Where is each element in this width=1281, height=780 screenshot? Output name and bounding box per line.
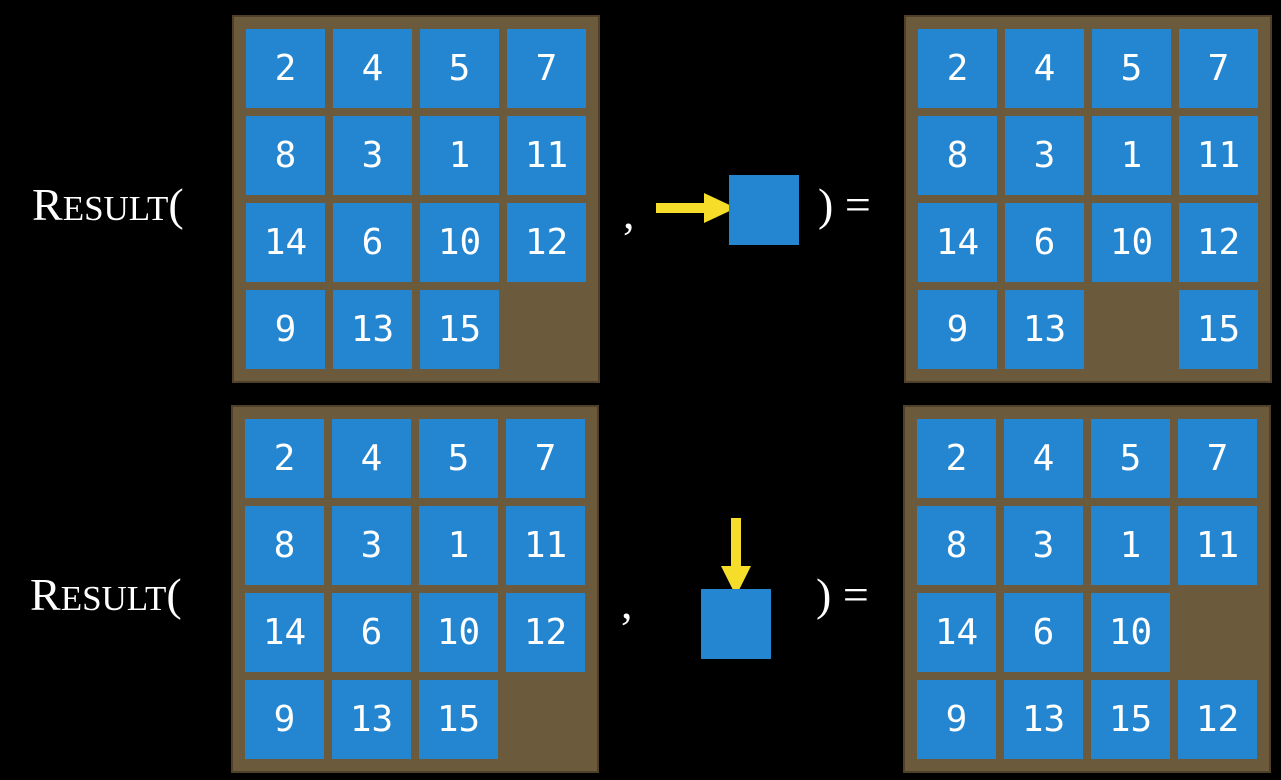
arrow-down-icon — [721, 518, 751, 596]
puzzle-tile: 7 — [507, 29, 586, 108]
result-label-initial: R — [30, 569, 61, 620]
puzzle-tile: 6 — [1005, 203, 1084, 282]
move-tile-square-2 — [701, 589, 771, 659]
result-label-rest: ESULT — [60, 579, 167, 618]
puzzle-tile: 14 — [918, 203, 997, 282]
open-paren: ( — [166, 569, 182, 620]
puzzle-tile: 1 — [419, 506, 498, 585]
puzzle-tile: 9 — [918, 290, 997, 369]
puzzle-tile: 9 — [917, 680, 996, 759]
puzzle-tile: 13 — [332, 680, 411, 759]
puzzle-tile: 3 — [333, 116, 412, 195]
puzzle-tile: 12 — [1179, 203, 1258, 282]
puzzle-tile: 15 — [419, 680, 498, 759]
puzzle-tile: 10 — [420, 203, 499, 282]
puzzle-tile: 13 — [1005, 290, 1084, 369]
puzzle-tile: 10 — [1092, 203, 1171, 282]
puzzle-tile: 12 — [1178, 680, 1257, 759]
puzzle-tile: 15 — [420, 290, 499, 369]
puzzle-tile: 2 — [917, 419, 996, 498]
puzzle-tile: 1 — [1092, 116, 1171, 195]
puzzle-tile: 11 — [1178, 506, 1257, 585]
puzzle-tile: 10 — [419, 593, 498, 672]
puzzle-tile: 4 — [1005, 29, 1084, 108]
puzzle-tile: 6 — [1004, 593, 1083, 672]
puzzle-tile: 13 — [333, 290, 412, 369]
puzzle-tile: 11 — [507, 116, 586, 195]
puzzle-tile: 1 — [1091, 506, 1170, 585]
close-equals-2: ) = — [816, 569, 869, 620]
puzzle-tile: 14 — [246, 203, 325, 282]
puzzle-tile: 14 — [245, 593, 324, 672]
puzzle-tile: 3 — [1004, 506, 1083, 585]
puzzle-tile: 13 — [1004, 680, 1083, 759]
result-label-rest: ESULT — [62, 189, 169, 228]
puzzle-tile: 6 — [332, 593, 411, 672]
puzzle-tile: 14 — [917, 593, 996, 672]
puzzle-tile: 2 — [245, 419, 324, 498]
puzzle-tile: 4 — [333, 29, 412, 108]
puzzle-tile: 7 — [1179, 29, 1258, 108]
puzzle-tile: 3 — [332, 506, 411, 585]
move-tile-square-1 — [729, 175, 799, 245]
puzzle-tile: 11 — [506, 506, 585, 585]
puzzle-tile: 2 — [246, 29, 325, 108]
puzzle-tile: 8 — [917, 506, 996, 585]
puzzle-tile: 8 — [246, 116, 325, 195]
puzzle-tile: 10 — [1091, 593, 1170, 672]
puzzle-tile: 4 — [332, 419, 411, 498]
puzzle-tile: 9 — [246, 290, 325, 369]
arrow-right-icon — [656, 193, 736, 223]
puzzle-tile: 11 — [1179, 116, 1258, 195]
open-paren: ( — [168, 179, 184, 230]
puzzle-tile: 5 — [420, 29, 499, 108]
result-label-initial: R — [32, 179, 63, 230]
puzzle-tile: 1 — [420, 116, 499, 195]
puzzle-tile: 15 — [1091, 680, 1170, 759]
puzzle-tile: 15 — [1179, 290, 1258, 369]
puzzle-tile: 4 — [1004, 419, 1083, 498]
comma-1: , — [623, 187, 635, 238]
puzzle-tile: 5 — [1092, 29, 1171, 108]
close-equals-1: ) = — [818, 179, 871, 230]
puzzle-tile: 9 — [245, 680, 324, 759]
puzzle-tile: 7 — [1178, 419, 1257, 498]
puzzle-tile: 5 — [419, 419, 498, 498]
puzzle-tile: 7 — [506, 419, 585, 498]
result-function-label-2: RESULT( — [30, 572, 182, 618]
puzzle-tile: 8 — [918, 116, 997, 195]
result-function-label-1: RESULT( — [32, 182, 184, 228]
puzzle-tile: 8 — [245, 506, 324, 585]
puzzle-tile: 6 — [333, 203, 412, 282]
puzzle-tile: 12 — [507, 203, 586, 282]
puzzle-tile: 3 — [1005, 116, 1084, 195]
puzzle-tile: 2 — [918, 29, 997, 108]
puzzle-tile: 12 — [506, 593, 585, 672]
comma-2: , — [621, 577, 633, 628]
puzzle-tile: 5 — [1091, 419, 1170, 498]
